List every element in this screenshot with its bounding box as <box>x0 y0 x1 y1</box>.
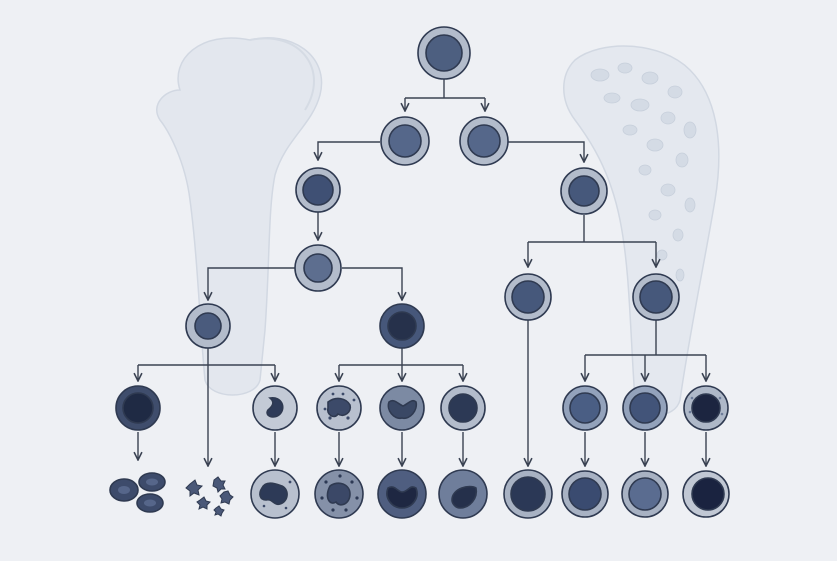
red-blood-cells-icon <box>109 472 166 513</box>
lineage-connectors <box>138 78 706 466</box>
granulocyte-macrophage-progenitor-icon <box>379 303 425 349</box>
femur-left-illustration <box>156 37 323 396</box>
erythroblast-icon <box>115 385 161 431</box>
lymphocyte-icon <box>621 470 669 518</box>
myeloid-progenitor-icon <box>560 167 608 215</box>
common-lymphoid-progenitor-icon <box>294 244 342 292</box>
neutrophil-icon <box>377 469 427 519</box>
lymphocyte-icon <box>503 469 553 519</box>
basophil-icon <box>438 469 488 519</box>
common-myeloid-progenitor-icon <box>295 167 341 213</box>
lymphocyte-icon <box>561 470 609 518</box>
lymphoblast-icon <box>683 385 729 431</box>
platelets-icon <box>185 476 234 517</box>
monoblast-icon <box>252 385 298 431</box>
lymphocyte-icon <box>682 470 730 518</box>
eosinophil-icon <box>314 469 364 519</box>
lymphoid-progenitor-icon <box>632 273 680 321</box>
lymphoblast-icon <box>562 385 608 431</box>
multipotent-progenitor-icon <box>380 116 430 166</box>
monocyte-icon <box>250 469 300 519</box>
femur-right-cross-section-illustration <box>563 45 720 416</box>
hematopoietic-stem-cell-icon <box>417 26 471 80</box>
myelocyte-icon <box>379 385 425 431</box>
multipotent-progenitor-icon <box>459 116 509 166</box>
myelocyte-icon <box>316 385 362 431</box>
myeloblast-icon <box>440 385 486 431</box>
megakaryocyte-erythroid-progenitor-icon <box>185 303 231 349</box>
lymphoblast-icon <box>622 385 668 431</box>
lymphoid-progenitor-icon <box>504 273 552 321</box>
